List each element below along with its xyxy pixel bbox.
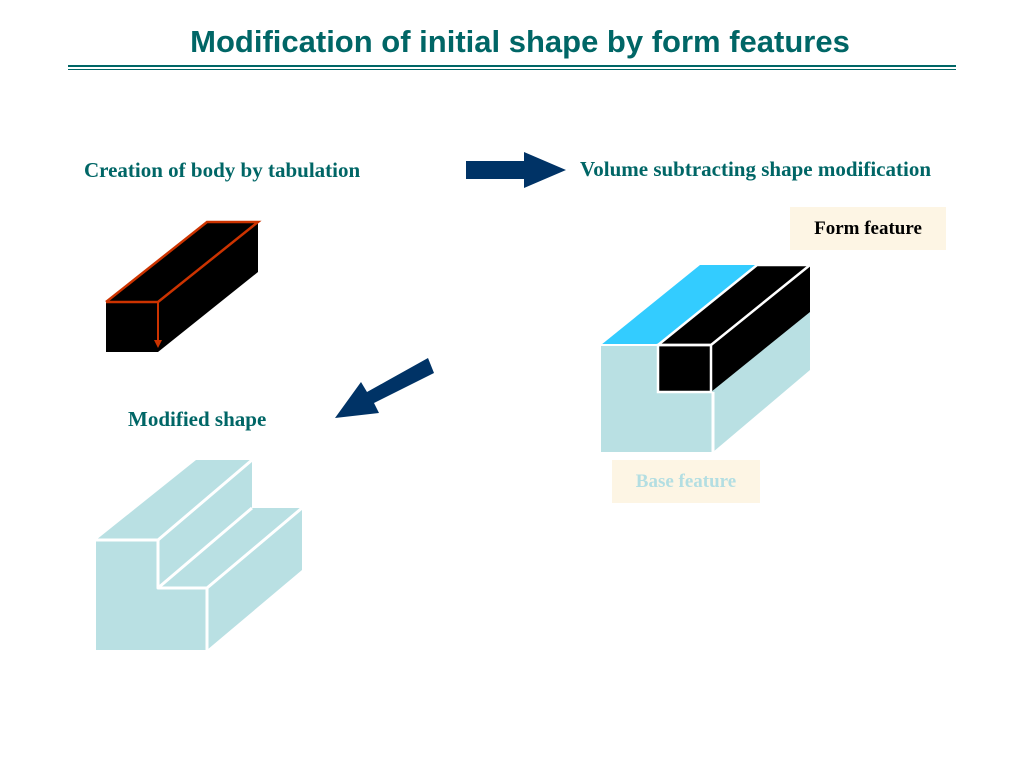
modified-shape (96, 458, 303, 650)
title-underline (68, 65, 956, 67)
volume-subtracting-label: Volume subtracting shape modification (580, 157, 932, 181)
creation-label: Creation of body by tabulation (84, 158, 361, 182)
arrow-right-icon (466, 152, 566, 188)
tabulated-body-shape (105, 220, 262, 352)
arrow-down-left-icon (335, 358, 434, 418)
modified-shape-label: Modified shape (128, 407, 267, 431)
slide-title: Modification of initial shape by form fe… (190, 24, 850, 59)
base-feature-label: Base feature (612, 460, 760, 503)
form-feature-shape (656, 263, 811, 394)
title-underline-thin (68, 69, 956, 70)
form-feature-label: Form feature (790, 207, 946, 250)
